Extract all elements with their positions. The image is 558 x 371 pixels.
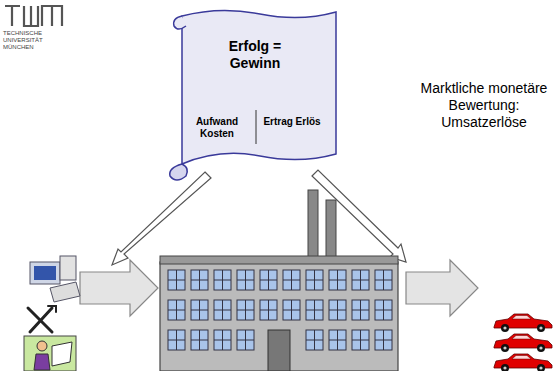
cost-text: Aufwand Kosten bbox=[182, 116, 252, 140]
logo-text: TECHNISCHE UNIVERSITÄT MÜNCHEN bbox=[3, 30, 47, 51]
scroll-heading: Erfolg = Gewinn bbox=[205, 38, 305, 72]
cars bbox=[494, 314, 552, 371]
worker-icon bbox=[24, 336, 76, 371]
tools-icon bbox=[28, 306, 56, 332]
scroll-shape bbox=[160, 4, 350, 186]
revenue-text: Ertrag Erlös bbox=[260, 116, 324, 128]
tum-logo bbox=[5, 6, 62, 26]
computer-icon bbox=[30, 256, 80, 302]
market-label: Marktliche monetäre Bewertung: Umsatzerl… bbox=[416, 80, 552, 131]
pointer-arrows bbox=[112, 170, 406, 265]
scroll-node: Erfolg = GewinnAufwand Kosten Ertrag Erlö… bbox=[160, 4, 350, 186]
factory bbox=[160, 190, 398, 371]
